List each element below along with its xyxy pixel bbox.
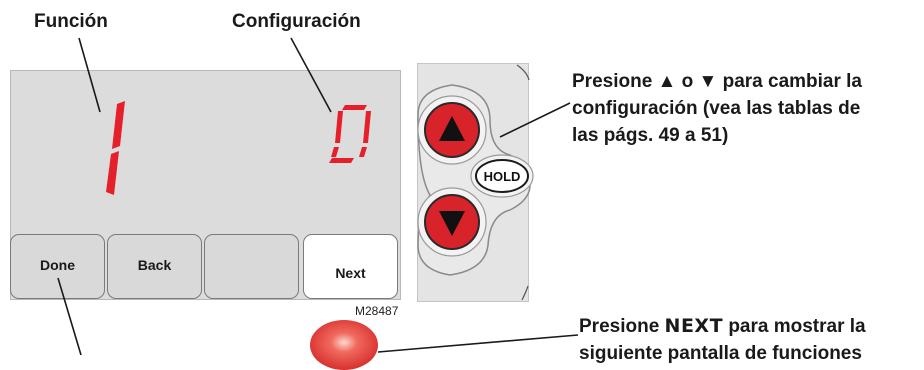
hold-button[interactable]: HOLD xyxy=(470,154,534,198)
setting-label: Configuración xyxy=(232,11,361,32)
setting-digit xyxy=(329,105,371,163)
back-button[interactable]: Back xyxy=(107,234,202,299)
arrows-callout-line3: las págs. 49 a 51) xyxy=(572,125,729,146)
arrows-callout-line1: Presione ▲ o ▼ para cambiar la xyxy=(572,71,863,92)
next-callout-line1: Presione NEXT para mostrar la xyxy=(579,313,866,340)
model-number: M28487 xyxy=(355,304,399,318)
arrows-callout: Presione ▲ o ▼ para cambiar la configura… xyxy=(572,68,862,149)
arrows-callout-line2: configuración (vea las tablas de xyxy=(572,98,861,119)
next-callout-suffix: para mostrar la xyxy=(723,316,866,337)
up-arrow-icon xyxy=(439,116,465,141)
setting-leader-line xyxy=(290,37,332,113)
hold-button-label: HOLD xyxy=(484,169,521,184)
function-label: Función xyxy=(34,11,108,32)
panel-edge-top xyxy=(516,64,530,81)
panel-edge-bottom xyxy=(521,285,529,301)
done-button-label: Done xyxy=(40,256,75,273)
next-callout: Presione NEXT para mostrar la siguiente … xyxy=(579,313,866,367)
next-button-label: Next xyxy=(335,264,366,281)
done-leader-line xyxy=(57,277,82,356)
up-button[interactable] xyxy=(417,95,487,165)
back-button-label: Back xyxy=(137,256,172,273)
next-leader-line xyxy=(377,334,579,353)
next-callout-prefix: Presione xyxy=(579,316,665,337)
down-button[interactable] xyxy=(417,187,487,257)
arrows-leader-line xyxy=(499,102,571,138)
down-arrow-icon xyxy=(439,211,465,236)
next-press-indicator xyxy=(310,320,378,370)
function-digit xyxy=(106,101,125,195)
blank-softkey[interactable] xyxy=(204,234,299,299)
next-button[interactable]: Next xyxy=(303,234,398,299)
done-button[interactable]: Done xyxy=(10,234,105,299)
function-leader-line xyxy=(78,37,101,113)
next-callout-line2: siguiente pantalla de funciones xyxy=(579,343,862,364)
next-callout-keyword: NEXT xyxy=(664,315,724,337)
